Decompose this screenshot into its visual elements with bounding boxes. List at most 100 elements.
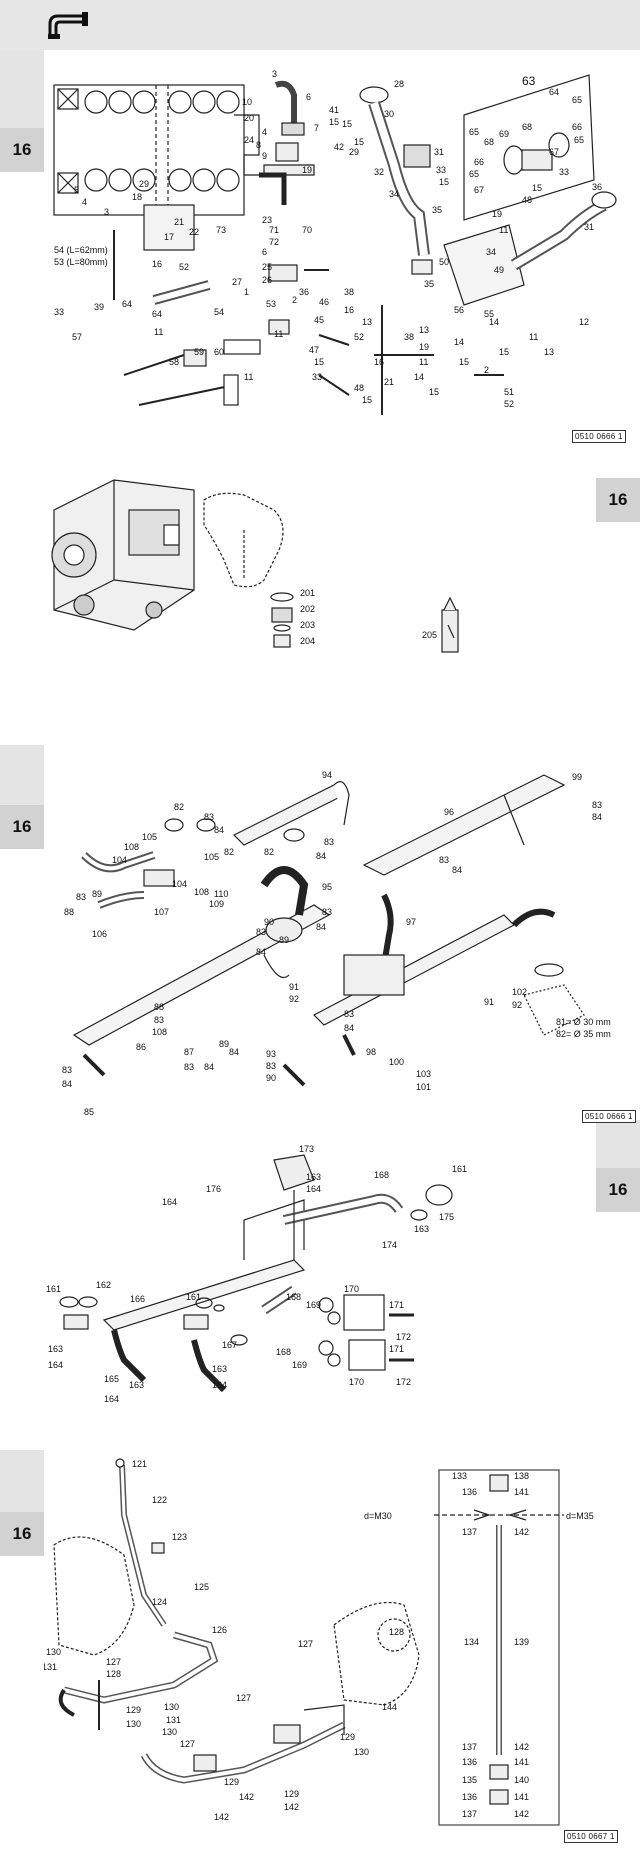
part-label: 137	[462, 1809, 477, 1819]
part-label: 35	[424, 279, 434, 289]
note-81: 81= Ø 30 mm	[556, 1017, 611, 1027]
part-label: 130	[162, 1727, 177, 1737]
part-label: 176	[206, 1184, 221, 1194]
part-label: 125	[194, 1582, 209, 1592]
part-label: 136	[462, 1792, 477, 1802]
part-label: 2	[292, 295, 297, 305]
part-label: 89	[219, 1039, 229, 1049]
part-label: 137	[462, 1742, 477, 1752]
part-label: 45	[314, 315, 324, 325]
part-label: 6	[262, 247, 267, 257]
part-label: 67	[549, 147, 559, 157]
section-number: 16	[12, 817, 32, 836]
part-label: 20	[244, 113, 254, 123]
part-label: 123	[172, 1532, 187, 1542]
note-82: 82= Ø 35 mm	[556, 1029, 611, 1039]
part-label: 49	[494, 265, 504, 275]
part-label: 142	[284, 1802, 299, 1812]
part-label: 19	[492, 209, 502, 219]
section-tab: 16	[596, 1168, 640, 1212]
part-label: 164	[104, 1394, 119, 1404]
part-label: 82	[174, 802, 184, 812]
part-label: 88	[154, 1002, 164, 1012]
part-label: 94	[322, 770, 332, 780]
part-label: 15	[314, 357, 324, 367]
part-label: 83	[76, 892, 86, 902]
part-label: 142	[214, 1812, 229, 1822]
part-label: 11	[529, 332, 538, 342]
part-label: 13	[544, 347, 554, 357]
part-label: 65	[469, 169, 479, 179]
part-label: 101	[416, 1082, 431, 1092]
thread-right: d=M35	[566, 1511, 594, 1521]
part-label: 17	[164, 232, 174, 242]
part-label: 164	[162, 1197, 177, 1207]
part-label: 84	[316, 851, 326, 861]
part-label: 19	[302, 165, 312, 175]
part-label: 69	[499, 129, 509, 139]
part-label: 34	[486, 247, 496, 257]
part-label: 51	[504, 387, 514, 397]
section-tab: 16	[0, 1512, 44, 1556]
oil-line-left	[58, 1631, 219, 1730]
part-label: 84	[452, 865, 462, 875]
tab-extension	[0, 745, 44, 815]
dipstick-tube	[115, 1458, 167, 1627]
part-label: 93	[266, 1049, 276, 1059]
part-label: 54	[214, 307, 224, 317]
part-label: 29	[139, 179, 149, 189]
part-label: 142	[514, 1742, 529, 1752]
part-label: 68	[522, 122, 532, 132]
part-label: 89	[279, 935, 289, 945]
oil-line-bottom	[140, 1704, 346, 1784]
part-label: 70	[302, 225, 312, 235]
part-label: 47	[309, 345, 319, 355]
part-label: 165	[104, 1374, 119, 1384]
part-label: 96	[444, 807, 454, 817]
part-label: 13	[419, 325, 429, 335]
manifold-lower	[72, 866, 556, 1087]
part-label: 142	[514, 1527, 529, 1537]
panel-4-drawing: 173 163 164 176 164 168 161 175 163 174 …	[46, 1144, 467, 1404]
panel-3-drawing: 82 83 84 105 104 108 105 82 104 108 110 …	[62, 770, 611, 1117]
part-label: 162	[96, 1280, 111, 1290]
part-label: 83	[154, 1015, 164, 1025]
part-label: 22	[189, 227, 199, 237]
part-label: 64	[152, 309, 162, 319]
part-label: 36	[592, 182, 602, 192]
part-label: 106	[92, 929, 107, 939]
part-label: 16	[152, 259, 162, 269]
thread-left: d=M30	[364, 1511, 392, 1521]
clamp-assembly-box	[463, 74, 595, 221]
part-label: 129	[224, 1777, 239, 1787]
part-label: 23	[262, 215, 272, 225]
section-tab: 16	[596, 478, 640, 522]
part-label: 172	[396, 1377, 411, 1387]
part-label: 33	[436, 165, 446, 175]
part-label: 71	[269, 225, 279, 235]
part-label: 12	[579, 317, 589, 327]
part-label: 126	[212, 1625, 227, 1635]
part-label: 91	[289, 982, 299, 992]
section-number: 16	[608, 1180, 628, 1199]
part-label: 108	[152, 1027, 167, 1037]
part-label: 16	[344, 305, 354, 315]
part-label: 83	[266, 1061, 276, 1071]
part-label: 31	[584, 222, 594, 232]
left-gaskets	[59, 1296, 225, 1330]
part-label: 15	[439, 177, 449, 187]
part-label: 130	[354, 1747, 369, 1757]
part-label: 38	[404, 332, 414, 342]
part-label: 4	[262, 127, 267, 137]
part-label: 83	[184, 1062, 194, 1072]
part-label: 59	[194, 347, 204, 357]
part-label: 140	[514, 1775, 529, 1785]
panel-1-drawing: 3 6 10 20 7 41 15 42 4 8 9 24 15 19 28 3…	[53, 69, 617, 415]
part-label: 130	[46, 1647, 61, 1657]
part-label: 204	[300, 636, 315, 646]
part-label: 168	[276, 1347, 291, 1357]
part-label: 128	[389, 1627, 404, 1637]
part-label: 15	[329, 117, 339, 127]
part-label: 84	[62, 1079, 72, 1089]
part-label: 18	[132, 192, 142, 202]
